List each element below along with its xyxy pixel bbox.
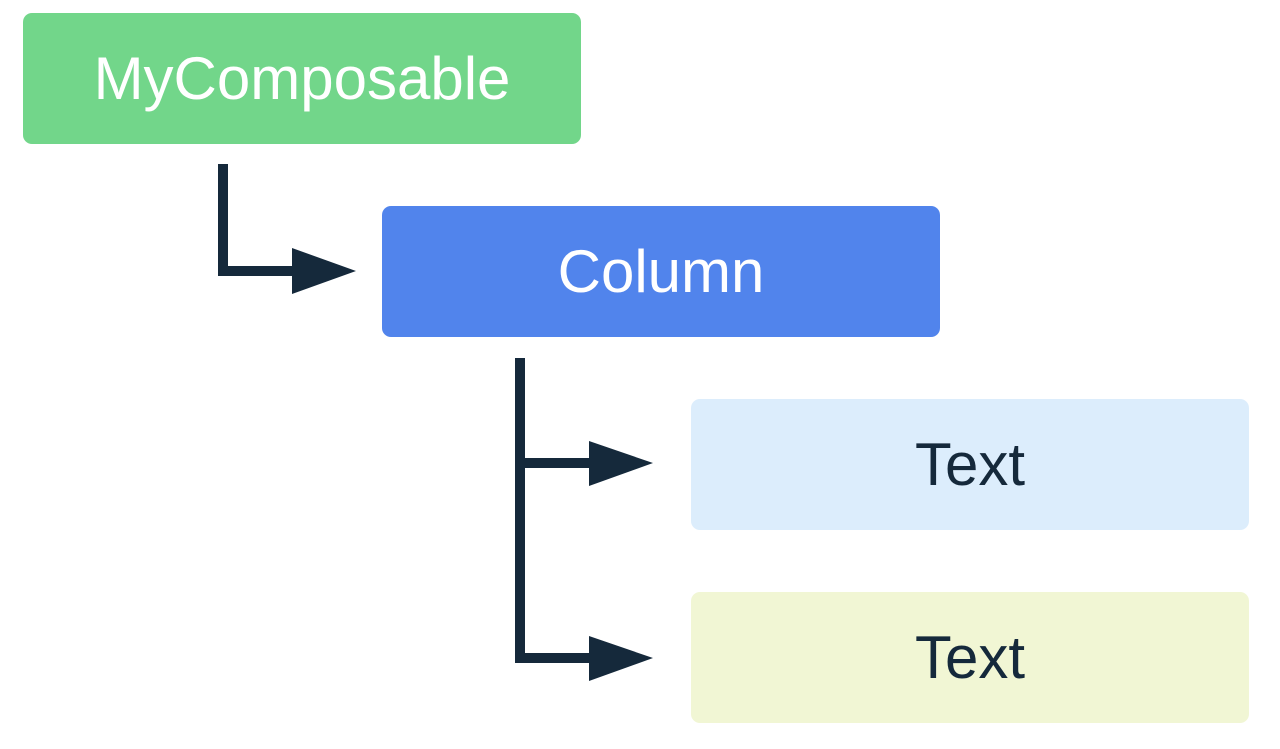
edge-column-to-text-1	[515, 358, 597, 468]
arrowhead-to-text-1	[589, 441, 653, 486]
node-mycomposable-label: MyComposable	[93, 45, 511, 112]
node-column: Column	[382, 206, 940, 337]
arrowhead-to-column	[292, 248, 356, 294]
node-column-label: Column	[557, 238, 765, 305]
node-text-2: Text	[691, 592, 1249, 723]
node-text-2-label: Text	[914, 624, 1026, 691]
arrowhead-to-text-2	[589, 636, 653, 681]
node-mycomposable: MyComposable	[23, 13, 581, 144]
node-text-1-label: Text	[914, 431, 1026, 498]
edge-root-to-column	[218, 164, 300, 276]
node-text-1: Text	[691, 399, 1249, 530]
edge-column-to-text-2	[515, 458, 597, 663]
